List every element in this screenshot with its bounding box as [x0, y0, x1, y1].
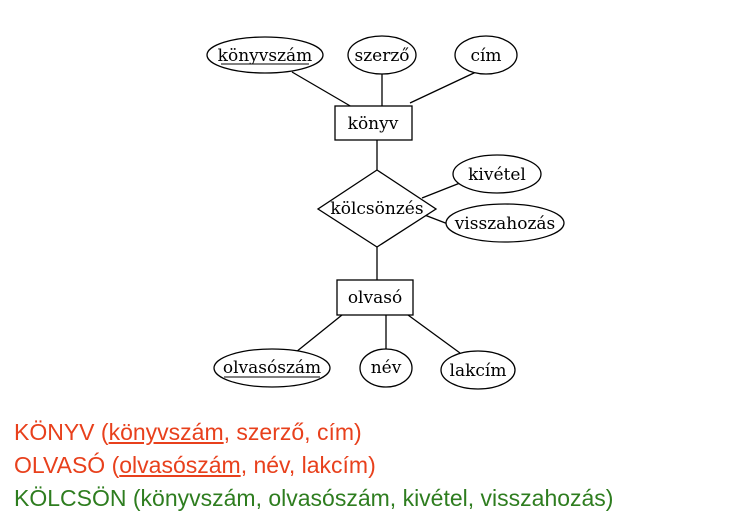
relation-book: KÖNYV (könyvszám, szerző, cím) [14, 418, 362, 446]
relation-loan-text: (könyvszám, olvasószám, kivétel, visszah… [126, 485, 614, 511]
relation-reader-key: olvasószám [119, 452, 241, 478]
relation-reader: OLVASÓ (olvasószám, név, lakcím) [14, 451, 376, 479]
relationship-label: kölcsönzés [330, 199, 423, 219]
attr-book-author-ellipse [347, 35, 417, 75]
attr-reader-address-label: lakcím [450, 361, 507, 381]
line-book-key [291, 71, 353, 108]
relation-reader-name: OLVASÓ [14, 452, 106, 478]
attr-reader-name-label: név [371, 358, 402, 378]
relation-reader-rest: , név, lakcím) [240, 452, 376, 478]
relation-book-open: ( [94, 419, 109, 445]
attr-book-author-label: szerző [354, 46, 409, 66]
attr-reader-key-label: olvasószám [223, 358, 321, 378]
attr-book-title-ellipse [454, 35, 518, 75]
line-reader-address [407, 314, 461, 354]
relation-reader-open: ( [105, 452, 120, 478]
relation-book-key: könyvszám [108, 419, 224, 445]
attr-book-title-label: cím [470, 46, 501, 66]
attr-loan-checkout-label: kivétel [468, 165, 526, 185]
attr-reader-name-ellipse [359, 348, 413, 388]
line-relationship-checkout [421, 182, 461, 199]
attr-book-key-label: könyvszám [218, 46, 313, 66]
attr-reader-address-ellipse [440, 350, 516, 390]
entity-reader-box [336, 279, 414, 316]
er-diagram: könyvszám szerző cím könyv kölcsönzés ki… [206, 35, 565, 390]
line-book-title [409, 71, 477, 104]
entity-reader-label: olvasó [348, 288, 402, 308]
line-reader-key [295, 314, 343, 353]
entity-book-box [334, 105, 413, 141]
attr-loan-return-label: visszahozás [454, 214, 556, 234]
relation-loan-name: KÖLCSÖN [14, 485, 127, 511]
relation-loan: KÖLCSÖN (könyvszám, olvasószám, kivétel,… [14, 484, 613, 512]
relationship-diamond [316, 169, 438, 248]
relation-book-rest: , szerző, cím) [223, 419, 362, 445]
relation-book-name: KÖNYV [14, 419, 95, 445]
entity-book-label: könyv [348, 114, 399, 134]
attr-loan-checkout-ellipse [452, 154, 542, 194]
attr-loan-return-ellipse [445, 203, 565, 243]
